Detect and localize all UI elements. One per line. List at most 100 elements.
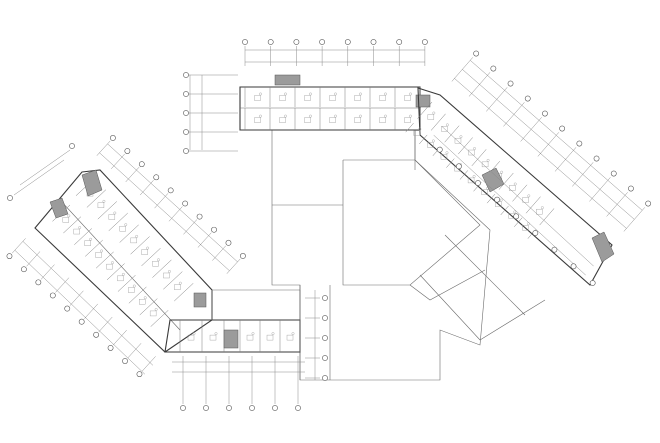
grid-bubble-icon	[319, 39, 325, 45]
bathroom-fixture	[266, 334, 274, 341]
grid-bubble-icon	[322, 335, 328, 341]
room-partition	[139, 298, 158, 316]
fixture-detail	[473, 147, 476, 150]
dimension-tick	[69, 290, 84, 306]
room-partition	[471, 149, 487, 167]
grid-bubble-icon	[182, 200, 189, 207]
fixture-detail	[67, 214, 71, 218]
northeast-wing-rooms	[405, 101, 555, 239]
room-partition	[500, 205, 509, 216]
fixture-detail	[384, 92, 387, 96]
grid-bubble-icon	[153, 174, 160, 181]
bathroom-fixture	[163, 272, 170, 279]
room-partition	[163, 271, 183, 290]
room-partition	[417, 101, 433, 119]
grid-bubble-icon	[576, 140, 583, 147]
south-wing	[164, 289, 301, 353]
grid-bubble-icon	[167, 187, 174, 194]
dimension-line	[433, 134, 586, 276]
bathroom-fixture	[354, 117, 361, 123]
fixture-detail	[540, 206, 544, 210]
room-partition	[106, 263, 125, 281]
fixture-detail	[124, 223, 128, 227]
stair-core-icon	[223, 329, 239, 349]
fixture-detail	[102, 199, 106, 203]
dimension-lines	[11, 46, 646, 404]
bathroom-fixture	[354, 95, 361, 101]
bathroom-fixture	[286, 334, 294, 341]
stair-core-icon	[591, 231, 615, 263]
stair-core-icon	[81, 169, 103, 197]
bathroom-fixture	[149, 310, 157, 317]
fixture-detail	[178, 281, 182, 285]
bathroom-fixture	[379, 95, 386, 101]
dimension-tick	[554, 147, 577, 172]
dimension-tick	[96, 140, 111, 156]
grid-bubble-icon	[249, 405, 255, 411]
bathroom-fixture	[117, 275, 124, 282]
grid-axis-bubbles	[6, 39, 652, 411]
dimension-tick	[572, 162, 594, 187]
bathroom-fixture	[187, 334, 195, 341]
fixture-detail	[143, 296, 147, 300]
fixture-detail	[309, 114, 312, 118]
fixture-detail	[284, 114, 287, 118]
bathroom-fixture	[329, 95, 336, 101]
bathroom-fixture	[454, 137, 462, 144]
fixture-detail	[113, 211, 117, 215]
fixture-detail	[500, 170, 504, 174]
room-partition	[446, 158, 455, 168]
bathroom-fixture	[522, 197, 529, 203]
dimension-line	[14, 250, 146, 375]
grid-bubble-icon	[110, 135, 116, 141]
bathroom-fixture	[254, 95, 261, 101]
dimension-tick	[113, 329, 127, 346]
dimension-tick	[141, 356, 156, 372]
room-partition	[128, 286, 147, 304]
grid-bubble-icon	[370, 39, 377, 45]
fixture-detail	[89, 237, 93, 241]
fixture-detail	[431, 139, 435, 143]
room-partition	[486, 193, 496, 204]
room-partition	[150, 310, 169, 327]
grid-bubble-icon	[455, 163, 462, 170]
bathroom-fixture	[108, 214, 116, 220]
grid-bubble-icon	[183, 110, 189, 116]
bathroom-fixture	[84, 240, 91, 246]
bathroom-fixture	[468, 149, 475, 156]
grid-bubble-icon	[122, 358, 128, 364]
grid-bubble-icon	[138, 161, 145, 168]
fixture-detail	[359, 92, 362, 96]
grid-bubble-icon	[69, 143, 75, 149]
bathroom-fixture	[128, 287, 135, 293]
bathroom-fixture	[246, 334, 254, 341]
fixture-detail	[334, 92, 337, 96]
central-podium-outline	[271, 130, 546, 381]
fixture-detail	[409, 92, 412, 96]
fixture-detail	[472, 175, 476, 178]
dimension-line	[19, 149, 71, 186]
grid-bubble-icon	[490, 65, 497, 72]
grid-bubble-icon	[645, 200, 652, 207]
room-partition	[458, 137, 473, 155]
dimension-tick	[55, 277, 70, 293]
fixture-detail	[100, 249, 103, 253]
fixture-detail	[146, 246, 149, 250]
dimension-tick	[606, 192, 628, 217]
dimension-tick	[26, 251, 41, 267]
bathroom-fixture	[536, 208, 543, 215]
fixture-detail	[132, 284, 136, 288]
bathroom-fixture	[441, 126, 448, 132]
room-partition	[117, 274, 136, 292]
bathroom-fixture	[73, 228, 80, 235]
room-partition	[108, 212, 128, 232]
fixture-detail	[384, 114, 387, 118]
grid-bubble-icon	[559, 125, 566, 132]
grid-bubble-icon	[322, 315, 328, 321]
room-partition	[74, 228, 93, 245]
fixture-detail	[418, 127, 422, 131]
dimension-tick	[168, 206, 183, 222]
grid-bubble-icon	[183, 91, 189, 97]
fixture-detail	[513, 182, 517, 186]
grid-bubble-icon	[628, 185, 634, 192]
